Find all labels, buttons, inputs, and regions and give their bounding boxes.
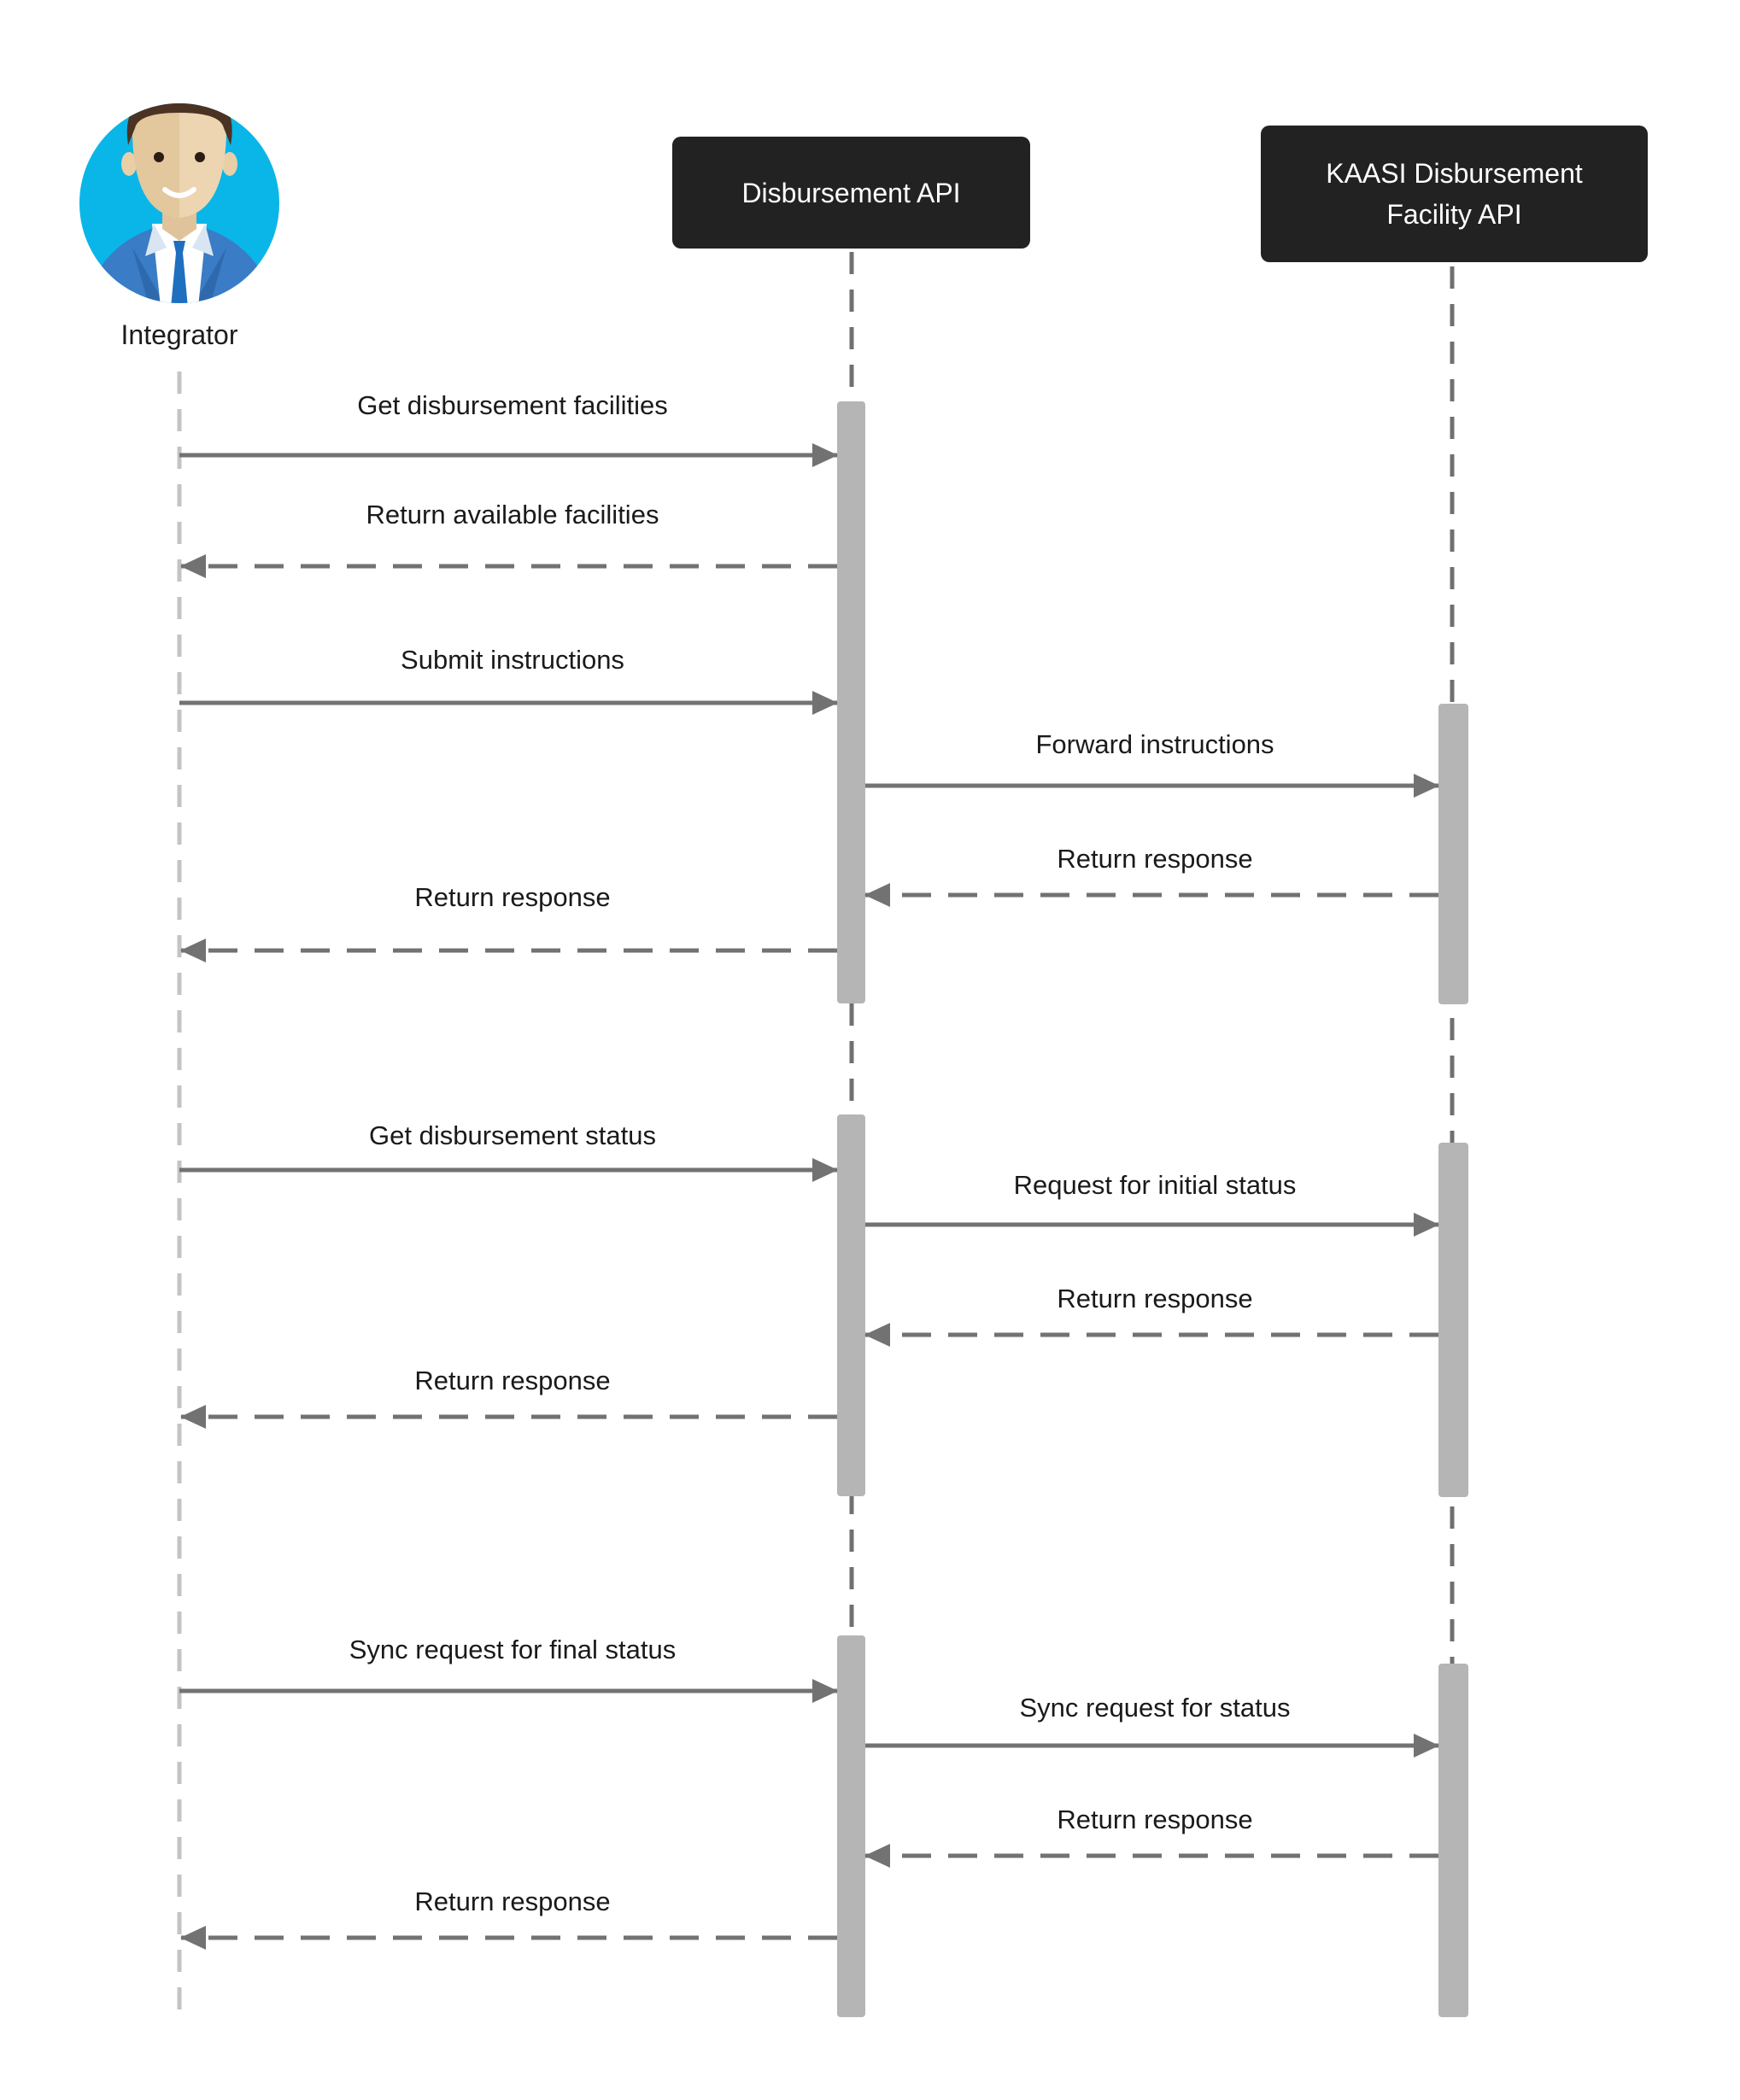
message-label-return-facilities: Return available facilities	[366, 500, 659, 529]
message-label-return-response-3: Return response	[1057, 1284, 1253, 1313]
kaasi-api-label-line2: Facility API	[1386, 199, 1522, 230]
disbursement-api-label: Disbursement API	[741, 177, 961, 208]
message-label-forward-instructions: Forward instructions	[1035, 729, 1274, 759]
message-label-return-response-1: Return response	[1057, 844, 1253, 874]
activation-bar	[837, 401, 865, 1003]
kaasi-api-label-line1: KAASI Disbursement	[1326, 158, 1583, 189]
integrator-label: Integrator	[120, 319, 238, 350]
activation-bar	[837, 1635, 865, 2017]
message-label-return-response-4: Return response	[414, 1366, 611, 1395]
activation-bar	[837, 1114, 865, 1496]
messages-group	[179, 443, 1439, 1950]
message-label-get-status: Get disbursement status	[369, 1120, 656, 1150]
message-label-submit-instructions: Submit instructions	[401, 645, 624, 675]
message-label-get-facilities: Get disbursement facilities	[357, 390, 668, 420]
message-label-return-response-6: Return response	[414, 1886, 611, 1916]
person-icon	[79, 103, 279, 303]
message-label-return-response-5: Return response	[1057, 1805, 1253, 1834]
kaasi-api-box: KAASI Disbursement Facility API	[1261, 126, 1648, 262]
message-label-return-response-2: Return response	[414, 882, 611, 912]
disbursement-api-box: Disbursement API	[672, 137, 1030, 249]
activation-bar	[1438, 704, 1468, 1004]
message-label-sync-final-status: Sync request for final status	[349, 1635, 677, 1664]
message-label-request-initial-status: Request for initial status	[1013, 1170, 1297, 1200]
message-label-sync-status: Sync request for status	[1019, 1693, 1291, 1723]
activation-bar	[1438, 1664, 1468, 2017]
activation-bar	[1438, 1143, 1468, 1497]
